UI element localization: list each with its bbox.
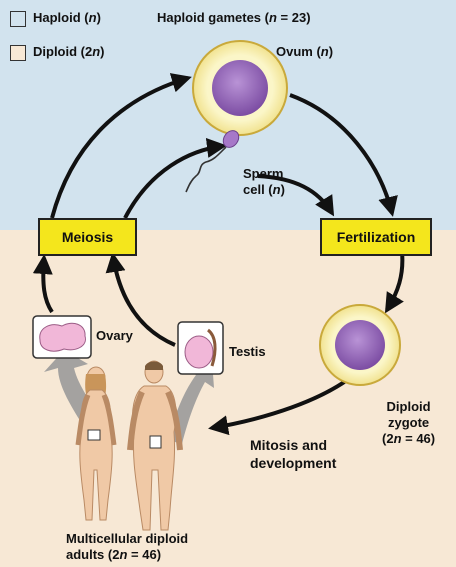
legend-haploid-n: n [88, 10, 97, 25]
sperm-cell [185, 130, 240, 193]
adults-text: adults (2 [66, 547, 120, 562]
arrow-ovum-to-fertilization [289, 93, 398, 217]
sperm-cell-text: cell ( [243, 182, 273, 197]
ovum-cell [192, 40, 288, 136]
adults-n: n [119, 547, 128, 562]
arrow-ovary-to-meiosis [32, 254, 54, 314]
legend-haploid-swatch [10, 11, 26, 27]
ovum-text: Ovum ( [276, 44, 321, 59]
arrow-meiosis-to-sperm [123, 138, 227, 219]
fertilization-box: Fertilization [320, 218, 432, 256]
legend-haploid-close: ) [96, 10, 101, 25]
zygote-count: = 46) [401, 431, 436, 446]
gametes-text: Haploid gametes ( [157, 10, 269, 25]
zygote-label-line1: Diploid [386, 399, 431, 414]
zygote-n: n [393, 431, 402, 446]
testis-label: Testis [229, 344, 266, 359]
adults-label-line1: Multicellular diploid [66, 531, 189, 546]
legend-diploid-n: n [92, 44, 101, 59]
zygote-label-line2: zygote [387, 415, 430, 430]
sperm-close: ) [280, 182, 285, 197]
ovary-organ [32, 315, 92, 359]
mitosis-label-line2: development [250, 455, 337, 471]
zygote-cell [319, 304, 401, 386]
arrow-meiosis-to-ovum [50, 73, 192, 219]
legend-haploid-text: Haploid ( [33, 10, 89, 25]
zygote-label: Diploid zygote (2n = 46) [382, 399, 435, 447]
legend-diploid-label: Diploid (2n) [33, 44, 105, 60]
testis-organ [177, 321, 224, 375]
zygote-label-line3: (2n = 46) [382, 431, 435, 447]
ovum-close: ) [328, 44, 334, 59]
mitosis-label-line1: Mitosis and [250, 437, 328, 453]
arrow-testis-to-meiosis [105, 252, 176, 347]
female-figure [75, 366, 117, 521]
sperm-label-line1: Sperm [243, 166, 284, 181]
adults-label: Multicellular diploid adults (2n = 46) [66, 531, 188, 563]
zygote-2: (2 [382, 431, 394, 446]
arrow-fertilization-to-zygote [384, 251, 405, 314]
haploid-gametes-label: Haploid gametes (n = 23) [157, 10, 311, 26]
arrow-zygote-to-adults [208, 376, 352, 436]
legend-diploid-close: ) [100, 44, 105, 59]
gametes-n: n [268, 10, 277, 25]
legend-diploid-text: Diploid (2 [33, 44, 93, 59]
adults-count: = 46) [127, 547, 162, 562]
sperm-label: Sperm cell (n) [243, 166, 285, 198]
ovum-label: Ovum (n) [276, 44, 333, 60]
sperm-n: n [272, 182, 281, 197]
adults-label-line2: adults (2n = 46) [66, 547, 188, 563]
ovary-label: Ovary [96, 328, 133, 343]
mitosis-label: Mitosis and development [250, 436, 336, 472]
legend-diploid-swatch [10, 45, 26, 61]
ovum-n: n [320, 44, 329, 59]
fertilization-label: Fertilization [336, 229, 416, 245]
meiosis-box: Meiosis [38, 218, 137, 256]
meiosis-label: Meiosis [61, 229, 114, 245]
sperm-label-line2: cell (n) [243, 182, 285, 198]
arrow-sperm-to-fertilization [257, 174, 335, 217]
legend-haploid-label: Haploid (n) [33, 10, 101, 26]
gametes-count: = 23) [276, 10, 311, 25]
male-figure [127, 360, 183, 531]
